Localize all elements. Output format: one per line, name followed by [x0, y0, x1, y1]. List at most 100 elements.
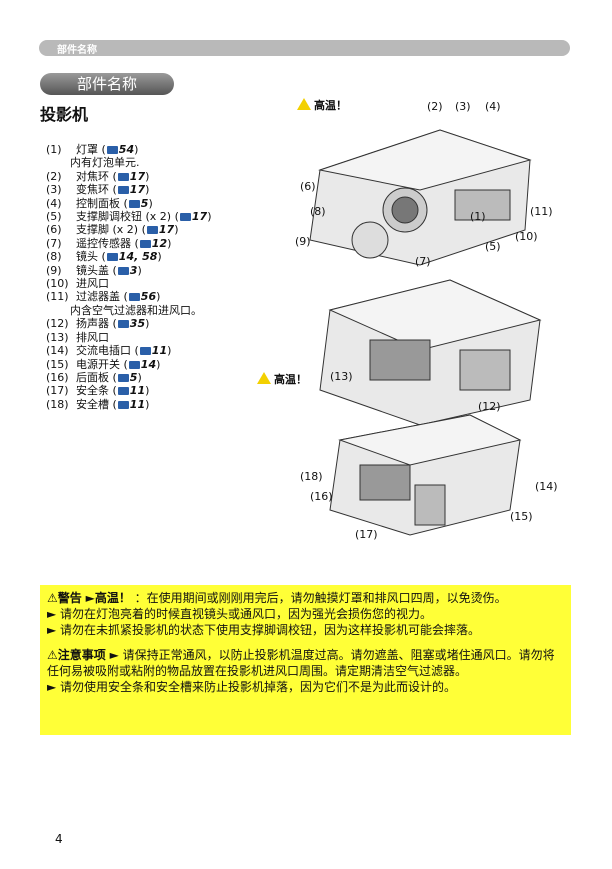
part-item: (2)对焦环 (17) [46, 170, 212, 183]
part-label: 镜头 [76, 250, 98, 264]
figure-callout: (1) [470, 210, 486, 223]
caution-security-paragraph: ► 请勿使用安全条和安全槽来防止投影机掉落，因为它们不是为此而设计的。 [47, 680, 457, 694]
page-reference-number: 17 [129, 183, 146, 197]
figure-callout: (8) [310, 205, 326, 218]
part-label: 支撑脚调校钮 (x 2) [76, 210, 172, 224]
page-reference-number: 17 [158, 223, 175, 237]
page-reference[interactable]: (35) [109, 317, 150, 331]
part-label: 交流电插口 [76, 344, 131, 358]
part-label: 进风口 [76, 277, 109, 291]
part-number: (14) [46, 344, 69, 358]
projector-back-view [319, 279, 542, 426]
part-item: 内含空气过滤器和进风口。 [46, 304, 212, 317]
page-reference[interactable]: (11) [131, 344, 172, 358]
part-number: (8) [46, 250, 62, 264]
part-number: (4) [46, 196, 62, 210]
figure-callout: (7) [415, 255, 431, 268]
part-label: 变焦环 [76, 183, 109, 197]
part-label: 内有灯泡单元. [70, 156, 140, 170]
page-heading: 投影机 [40, 105, 89, 124]
page-reference-number: 14, 58 [118, 250, 158, 264]
book-icon [117, 320, 129, 329]
warning-foot-paragraph: ► 请勿在未抓紧投影机的状态下使用支撑脚调校钮，因为这样投影机可能会摔落。 [47, 623, 481, 637]
section-header-text: 部件名称 [57, 45, 97, 56]
figure-callout: (13) [330, 370, 353, 383]
part-item: 内有灯泡单元. [46, 156, 212, 169]
part-item: (12)扬声器 (35) [46, 317, 212, 330]
page-reference-number: 11 [129, 384, 146, 398]
part-item: (3) 变焦环 (17) [46, 183, 212, 196]
figure-callout: (15) [510, 510, 533, 523]
caution-ventilation-paragraph: ⚠注意事项 ► 请保持正常通风，以防止投影机温度过高。请勿遮盖、阻塞或堵住通风口… [47, 648, 555, 678]
page-reference[interactable]: (17) [109, 169, 150, 183]
page-reference-number: 3 [129, 263, 138, 277]
part-label: 排风口 [76, 330, 109, 344]
figure-callout: (12) [478, 400, 501, 413]
page-reference[interactable]: (17) [138, 223, 179, 237]
part-number: (17) [46, 384, 69, 398]
page-reference[interactable]: (54) [98, 143, 139, 156]
part-label: 安全条 [76, 384, 109, 398]
book-icon [139, 347, 151, 356]
part-item: (13)排风口 [46, 331, 212, 344]
warning-box: ⚠警告 ►高温！ ：在使用期间或刚刚用完后，请勿触摸灯罩和排风口四周，以免烫伤。… [40, 585, 571, 735]
page-reference[interactable]: (17) [171, 210, 212, 224]
part-item: (17) 安全条 (11) [46, 384, 212, 397]
page-reference[interactable]: (17) [109, 183, 150, 197]
part-number: (7) [46, 236, 62, 250]
hot-warning-label-middle: 高温！ [257, 371, 307, 387]
figure-callout: (9) [295, 235, 311, 248]
figure-callout: (14) [535, 480, 558, 493]
part-label: 支撑脚 (x 2) [76, 223, 139, 237]
book-icon [106, 253, 118, 262]
page-reference[interactable]: (11) [109, 397, 150, 411]
book-icon [117, 387, 129, 396]
page-reference[interactable]: (56) [120, 290, 161, 304]
part-number: (6) [46, 223, 62, 237]
page-number: 4 [55, 832, 63, 846]
figure-callout: (11) [530, 205, 553, 218]
book-icon [117, 373, 129, 382]
book-icon [128, 199, 140, 208]
page-reference[interactable]: (5) [120, 196, 153, 210]
page-reference[interactable]: (11) [109, 384, 150, 398]
page-reference-number: 17 [191, 210, 208, 224]
part-number: (10) [46, 277, 69, 291]
figure-callout: (2) [427, 100, 443, 113]
page-reference-number: 17 [129, 169, 146, 183]
page-reference-number: 5 [129, 370, 138, 384]
section-title: 部件名称 [40, 73, 174, 95]
projector-illustration [309, 129, 542, 536]
page-reference-number: 5 [140, 196, 149, 210]
parts-list: (1)灯罩 (54)内有灯泡单元.(2)对焦环 (17)(3)变焦环 (17)(… [46, 143, 212, 411]
page-reference[interactable]: (12) [131, 236, 172, 250]
part-item: (5)支撑脚调校钮 (x 2) (17) [46, 210, 212, 223]
part-label: 扬声器 [76, 317, 109, 331]
book-icon [117, 266, 129, 275]
warning-heat-paragraph: ⚠警告 ►高温！ ：在使用期间或刚刚用完后，请勿触摸灯罩和排风口四周，以免烫伤。 [47, 591, 507, 605]
page-reference[interactable]: (5) [109, 370, 142, 384]
warning-triangle-icon [257, 372, 271, 384]
page-reference-number: 11 [129, 397, 146, 411]
part-label: 遥控传感器 [76, 236, 131, 250]
warning-triangle-icon [297, 98, 311, 110]
part-item: (7) 遥控传感器 (12) [46, 237, 212, 250]
part-number: (3) [46, 183, 62, 197]
part-label: 内含空气过滤器和进风口。 [70, 303, 202, 317]
page-reference-number: 56 [140, 290, 157, 304]
part-number: (16) [46, 370, 69, 384]
page-reference[interactable]: (3) [109, 263, 142, 277]
part-item: (6) 支撑脚 (x 2) (17) [46, 223, 212, 236]
projector-front-view [309, 129, 532, 266]
part-number: (11) [46, 290, 69, 304]
page-reference-number: 14 [140, 357, 157, 371]
book-icon [106, 146, 118, 154]
page-reference[interactable]: (14) [120, 357, 161, 371]
part-item: (14) 交流电插口 (11) [46, 344, 212, 357]
page-reference[interactable]: (14, 58) [98, 250, 162, 264]
part-label: 电源开关 [76, 357, 120, 371]
warning-lens-paragraph: ► 请勿在灯泡亮着的时候直视镜头或通风口，因为强光会损伤您的视力。 [47, 607, 433, 621]
part-label: 后面板 [76, 370, 109, 384]
book-icon [117, 172, 129, 181]
page-reference-number: 35 [129, 317, 146, 331]
